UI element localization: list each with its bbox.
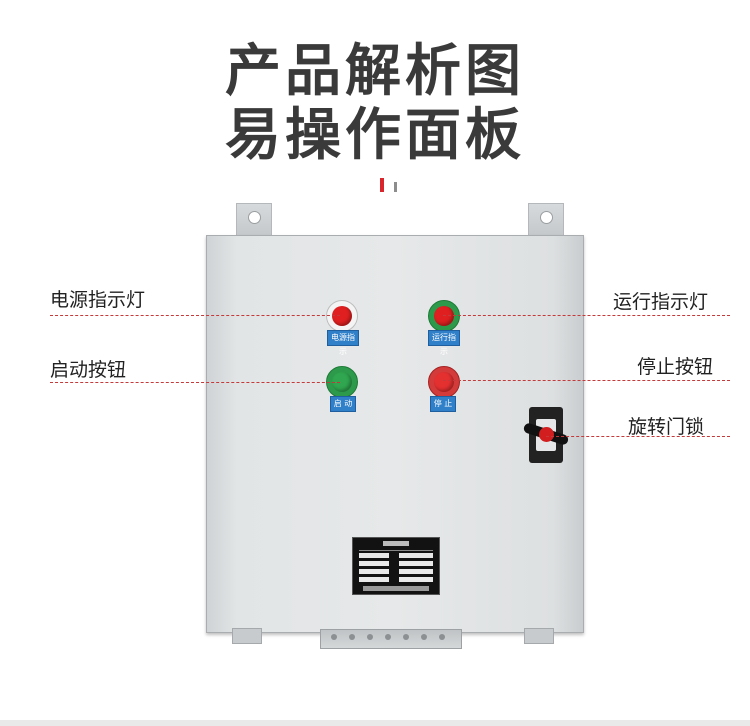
nameplate-cell — [359, 561, 389, 566]
callout-rotary-lock: 旋转门锁 — [628, 416, 705, 438]
nameplate-cell — [359, 553, 389, 558]
nameplate — [352, 537, 440, 595]
nameplate-rule — [359, 550, 433, 551]
red-light-icon — [332, 306, 352, 326]
knockout-hole — [385, 634, 391, 640]
leader-rotary-lock — [546, 436, 730, 437]
title-line-1: 产品解析图 — [225, 39, 525, 104]
power-indicator-light — [326, 300, 358, 332]
leader-start-button — [50, 382, 340, 383]
red-light-icon — [434, 306, 454, 326]
nameplate-cell — [399, 561, 433, 566]
leader-run-indicator — [443, 315, 730, 316]
stop-button-label: 停 止 — [430, 396, 456, 412]
run-indicator-label: 运行指示 — [428, 330, 460, 356]
knockout-hole — [331, 634, 337, 640]
callout-stop-button: 停止按钮 — [637, 356, 714, 378]
green-button-icon — [332, 372, 352, 392]
start-button-label: 启 动 — [330, 396, 356, 412]
bottom-divider — [0, 720, 750, 726]
decor-red-bar — [380, 178, 384, 192]
cabinet-foot-left — [232, 628, 262, 644]
leader-power-indicator — [50, 315, 340, 316]
callout-run-indicator: 运行指示灯 — [613, 291, 709, 313]
bracket-hole — [248, 211, 261, 224]
red-button-icon — [434, 372, 454, 392]
callout-power-indicator: 电源指示灯 — [50, 289, 146, 311]
nameplate-footer — [363, 586, 429, 591]
cable-entry-plate — [320, 629, 462, 649]
decor-grey-bar — [394, 182, 397, 192]
nameplate-cell — [399, 577, 433, 582]
bracket-hole — [540, 211, 553, 224]
run-indicator-light — [428, 300, 460, 332]
nameplate-cell — [359, 569, 389, 574]
knockout-hole — [349, 634, 355, 640]
knockout-hole — [367, 634, 373, 640]
mounting-bracket-right — [528, 203, 564, 238]
power-indicator-label: 电源指示 — [327, 330, 359, 356]
leader-stop-button — [443, 380, 730, 381]
knockout-hole — [403, 634, 409, 640]
nameplate-cell — [399, 553, 433, 558]
nameplate-cell — [359, 577, 389, 582]
stop-button[interactable] — [428, 366, 460, 398]
knockout-hole — [421, 634, 427, 640]
lock-cap-icon — [539, 427, 554, 442]
nameplate-title-bar — [383, 541, 409, 546]
nameplate-cell — [399, 569, 433, 574]
cabinet-foot-right — [524, 628, 554, 644]
mounting-bracket-left — [236, 203, 272, 238]
callout-start-button: 启动按钮 — [50, 359, 127, 381]
knockout-hole — [439, 634, 445, 640]
rotary-door-lock[interactable] — [522, 407, 570, 463]
title-line-2: 易操作面板 — [225, 103, 525, 168]
